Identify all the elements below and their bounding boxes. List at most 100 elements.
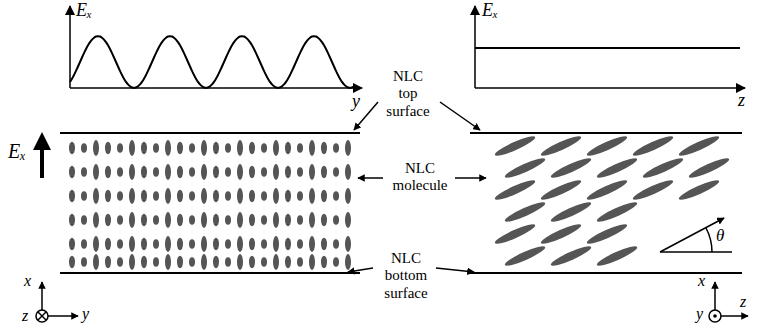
axis-label: y xyxy=(82,305,89,323)
nlc-molecule xyxy=(177,166,183,178)
nlc-molecule xyxy=(93,188,99,204)
into-page-symbol xyxy=(36,310,48,322)
nlc-molecule xyxy=(225,167,231,176)
nlc-molecule xyxy=(273,140,279,156)
nlc-molecule xyxy=(297,239,303,248)
leader-line xyxy=(455,177,486,179)
nlc-molecule xyxy=(189,257,195,266)
axis-label: z xyxy=(740,293,746,311)
nlc-molecule xyxy=(493,133,536,158)
nlc-molecule xyxy=(93,254,99,270)
nlc-molecule xyxy=(117,167,123,176)
out-of-page-symbol xyxy=(709,310,721,322)
nlc-molecule xyxy=(273,188,279,204)
nlc-molecule xyxy=(549,155,592,180)
nlc-molecule xyxy=(69,238,75,250)
nlc-molecule xyxy=(237,164,243,180)
nlc-molecule xyxy=(503,243,546,268)
molecules-left xyxy=(69,140,351,270)
nlc-molecule xyxy=(273,164,279,180)
angle-label: θ xyxy=(716,226,724,246)
nlc-molecule xyxy=(237,212,243,228)
leader-line xyxy=(348,268,373,272)
nlc-molecule xyxy=(201,188,207,204)
nlc-molecule xyxy=(309,140,315,156)
nlc-molecule xyxy=(631,133,674,158)
nlc-molecule xyxy=(225,215,231,224)
nlc-molecule xyxy=(129,212,135,228)
angle-arc xyxy=(706,228,712,252)
nlc-molecule xyxy=(225,143,231,152)
nlc-molecule xyxy=(285,166,291,178)
nlc-molecule xyxy=(345,236,351,252)
nlc-molecule xyxy=(105,190,111,202)
nlc-molecule xyxy=(285,142,291,154)
nlc-molecule xyxy=(249,166,255,178)
part-label: NLC top surface xyxy=(383,68,433,120)
nlc-molecule xyxy=(189,143,195,152)
nlc-molecule xyxy=(201,212,207,228)
nlc-molecule xyxy=(201,140,207,156)
nlc-molecule xyxy=(81,167,87,176)
nlc-molecule xyxy=(201,254,207,270)
nlc-molecule xyxy=(261,167,267,176)
surface-line xyxy=(470,132,742,134)
nlc-molecule xyxy=(677,133,720,158)
nlc-molecule xyxy=(105,166,111,178)
nlc-molecule xyxy=(261,239,267,248)
nlc-molecule xyxy=(273,236,279,252)
nlc-molecule xyxy=(249,238,255,250)
nlc-molecule xyxy=(177,256,183,268)
nlc-molecule xyxy=(213,190,219,202)
nlc-molecule xyxy=(213,166,219,178)
nlc-molecule xyxy=(261,143,267,152)
nlc-molecule xyxy=(93,164,99,180)
axis-label: z xyxy=(738,90,745,111)
nlc-molecule xyxy=(105,142,111,154)
nlc-molecule xyxy=(153,215,159,224)
nlc-molecule xyxy=(249,256,255,268)
leader-line xyxy=(440,102,480,130)
nlc-molecule xyxy=(93,212,99,228)
part-label: NLC molecule xyxy=(388,160,452,195)
nlc-molecule xyxy=(189,167,195,176)
nlc-molecule xyxy=(345,212,351,228)
nlc-molecule xyxy=(153,257,159,266)
director-arrow xyxy=(660,218,724,252)
nlc-molecule xyxy=(321,142,327,154)
leader-line xyxy=(436,268,474,272)
nlc-molecule xyxy=(213,214,219,226)
leader-line xyxy=(358,177,383,179)
nlc-molecule xyxy=(213,238,219,250)
nlc-molecule xyxy=(117,191,123,200)
axis-label: y xyxy=(696,305,703,323)
nlc-molecule xyxy=(285,214,291,226)
nlc-molecule xyxy=(93,236,99,252)
nlc-molecule xyxy=(177,238,183,250)
nlc-molecule xyxy=(237,236,243,252)
nlc-molecule xyxy=(69,142,75,154)
nlc-molecule xyxy=(333,167,339,176)
nlc-molecule xyxy=(81,257,87,266)
nlc-molecule xyxy=(189,215,195,224)
nlc-molecule xyxy=(309,188,315,204)
nlc-molecule xyxy=(309,236,315,252)
nlc-molecule xyxy=(641,155,684,180)
nlc-molecule xyxy=(117,239,123,248)
nlc-molecule xyxy=(285,238,291,250)
nlc-molecule xyxy=(69,256,75,268)
nlc-molecule xyxy=(165,188,171,204)
nlc-molecule xyxy=(153,191,159,200)
nlc-molecule xyxy=(249,190,255,202)
nlc-molecule xyxy=(189,191,195,200)
nlc-molecule xyxy=(321,166,327,178)
nlc-molecule xyxy=(225,191,231,200)
nlc-molecule xyxy=(153,167,159,176)
nlc-molecule xyxy=(141,166,147,178)
nlc-molecule xyxy=(309,164,315,180)
nlc-molecule xyxy=(333,215,339,224)
nlc-molecule xyxy=(165,140,171,156)
nlc-molecule xyxy=(105,214,111,226)
axis-label: y xyxy=(352,91,360,112)
axis-label: Eₓ xyxy=(482,0,498,21)
